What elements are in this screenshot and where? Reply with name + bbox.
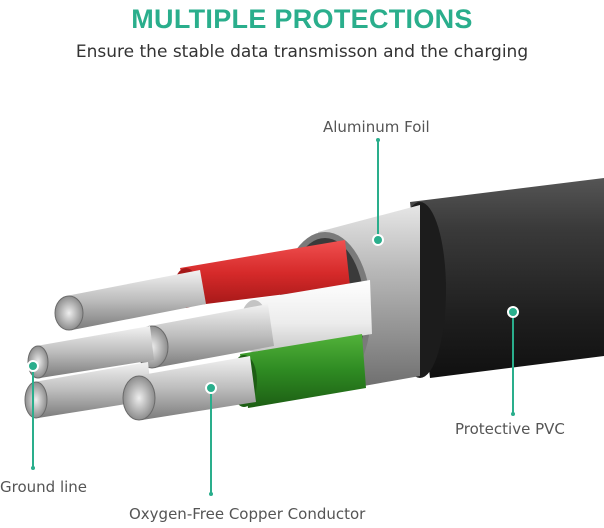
leader-aluminum-foil bbox=[372, 138, 384, 246]
conductor-strands-top bbox=[54, 270, 206, 331]
protective-pvc-label: Protective PVC bbox=[455, 420, 565, 438]
conductor-strands-bottom-left bbox=[24, 362, 152, 419]
leader-protective-pvc bbox=[507, 306, 519, 416]
page-subtitle: Ensure the stable data transmisson and t… bbox=[75, 42, 529, 62]
copper-conductor-label: Oxygen-Free Copper Conductor bbox=[129, 505, 366, 523]
conductor-strands-bottom bbox=[122, 356, 256, 421]
leader-copper-conductor bbox=[205, 382, 217, 496]
leader-ground-line bbox=[27, 360, 39, 470]
ground-line-label: Ground line bbox=[0, 478, 88, 496]
aluminum-foil-label: Aluminum Foil bbox=[323, 118, 430, 136]
pvc-jacket bbox=[394, 178, 604, 378]
page-title: MULTIPLE PROTECTIONS bbox=[131, 4, 473, 34]
